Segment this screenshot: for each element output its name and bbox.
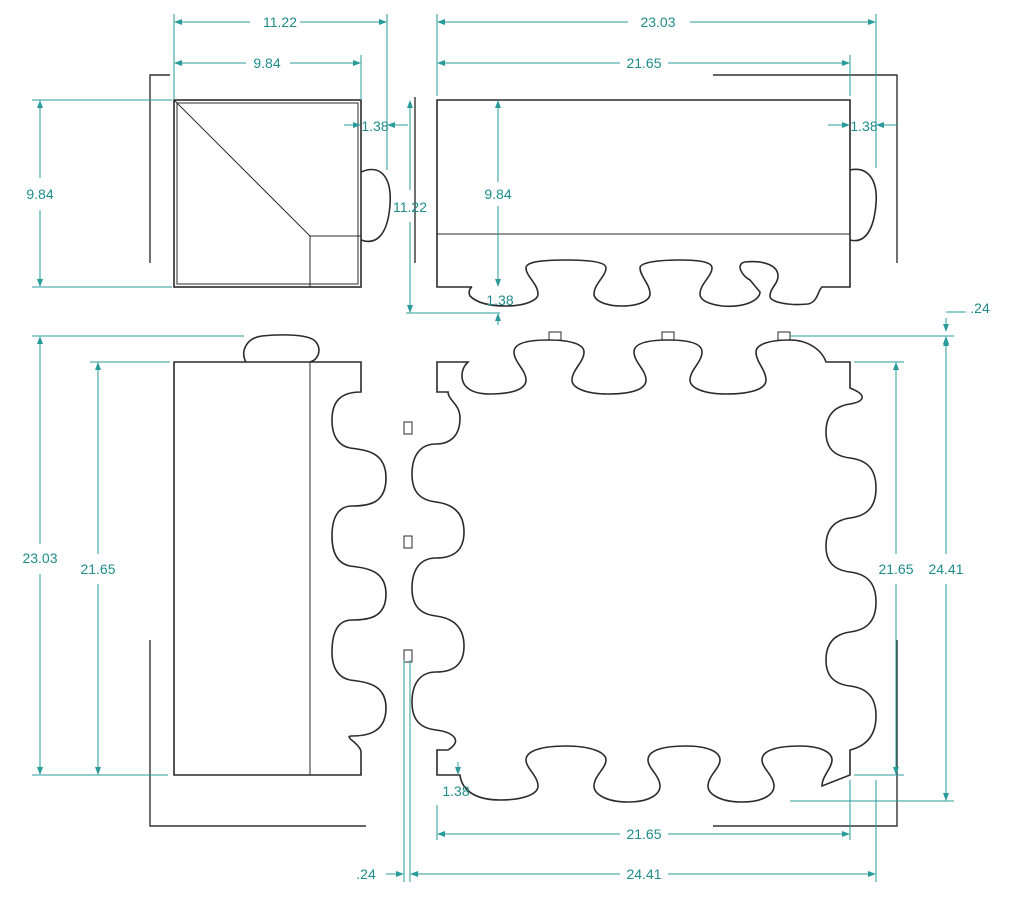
top-left-tab-shape: [360, 168, 391, 243]
bottom-left-panel: [173, 361, 387, 776]
bottom-right-pin-left-1: [403, 421, 413, 435]
dim-bottom-right-width-inner: 21.65: [626, 826, 661, 842]
dim-top-left-width-inner: 9.84: [253, 55, 280, 71]
dim-top-right-height-outer: 11.22: [393, 199, 427, 215]
dim-bottom-right-left-offset: .24: [356, 866, 376, 882]
top-right-view: [414, 74, 898, 308]
dim-top-right-width-outer: 23.03: [640, 14, 675, 30]
bottom-left-view: [149, 334, 387, 827]
bottom-left-tab-shape: [242, 334, 320, 363]
bottom-right-bracket: [713, 640, 898, 827]
bottom-right-view: [403, 331, 898, 827]
dim-top-left-width-outer: 11.22: [263, 14, 297, 30]
dim-bottom-right-corner: 1.38: [442, 783, 469, 799]
dim-top-left-height: 9.84: [26, 186, 53, 202]
dim-top-right-tab: 1.38: [850, 118, 877, 134]
bottom-right-pin-top-3: [777, 331, 791, 341]
dim-bottom-left-height-outer: 23.03: [22, 550, 57, 566]
dimensions: 11.22 9.84 9.84 1.38 11.22: [22, 14, 990, 882]
top-left-panel: [173, 99, 362, 288]
top-right-panel: [436, 99, 851, 308]
top-left-view: [149, 74, 391, 288]
top-left-bracket: [149, 74, 170, 263]
top-right-bracket: [713, 74, 898, 263]
dim-bottom-right-top-offset: .24: [970, 300, 990, 316]
bottom-right-pin-left-2: [403, 535, 413, 549]
dim-bottom-right-width-outer: 24.41: [626, 866, 661, 882]
dim-top-right-bottom-offset: 1.38: [486, 292, 513, 308]
bottom-left-bracket: [149, 640, 366, 827]
top-left-panel-inner: [176, 102, 359, 285]
dim-bottom-right-height-outer: 24.41: [928, 561, 963, 577]
bottom-right-pin-top-2: [661, 331, 675, 341]
dim-bottom-right-height-inner: 21.65: [878, 561, 913, 577]
dim-top-right-width-inner: 21.65: [626, 55, 661, 71]
bottom-right-pin-top-1: [548, 331, 562, 341]
dim-bottom-left-height-inner: 21.65: [80, 561, 115, 577]
top-left-diagonal: [173, 99, 311, 237]
bottom-right-panel: [411, 339, 877, 803]
dim-top-left-tab: 1.38: [361, 118, 388, 134]
dim-top-right-height-inner: 9.84: [484, 186, 511, 202]
bottom-right-pin-left-3: [403, 649, 413, 663]
top-right-tab-shape: [849, 168, 877, 242]
